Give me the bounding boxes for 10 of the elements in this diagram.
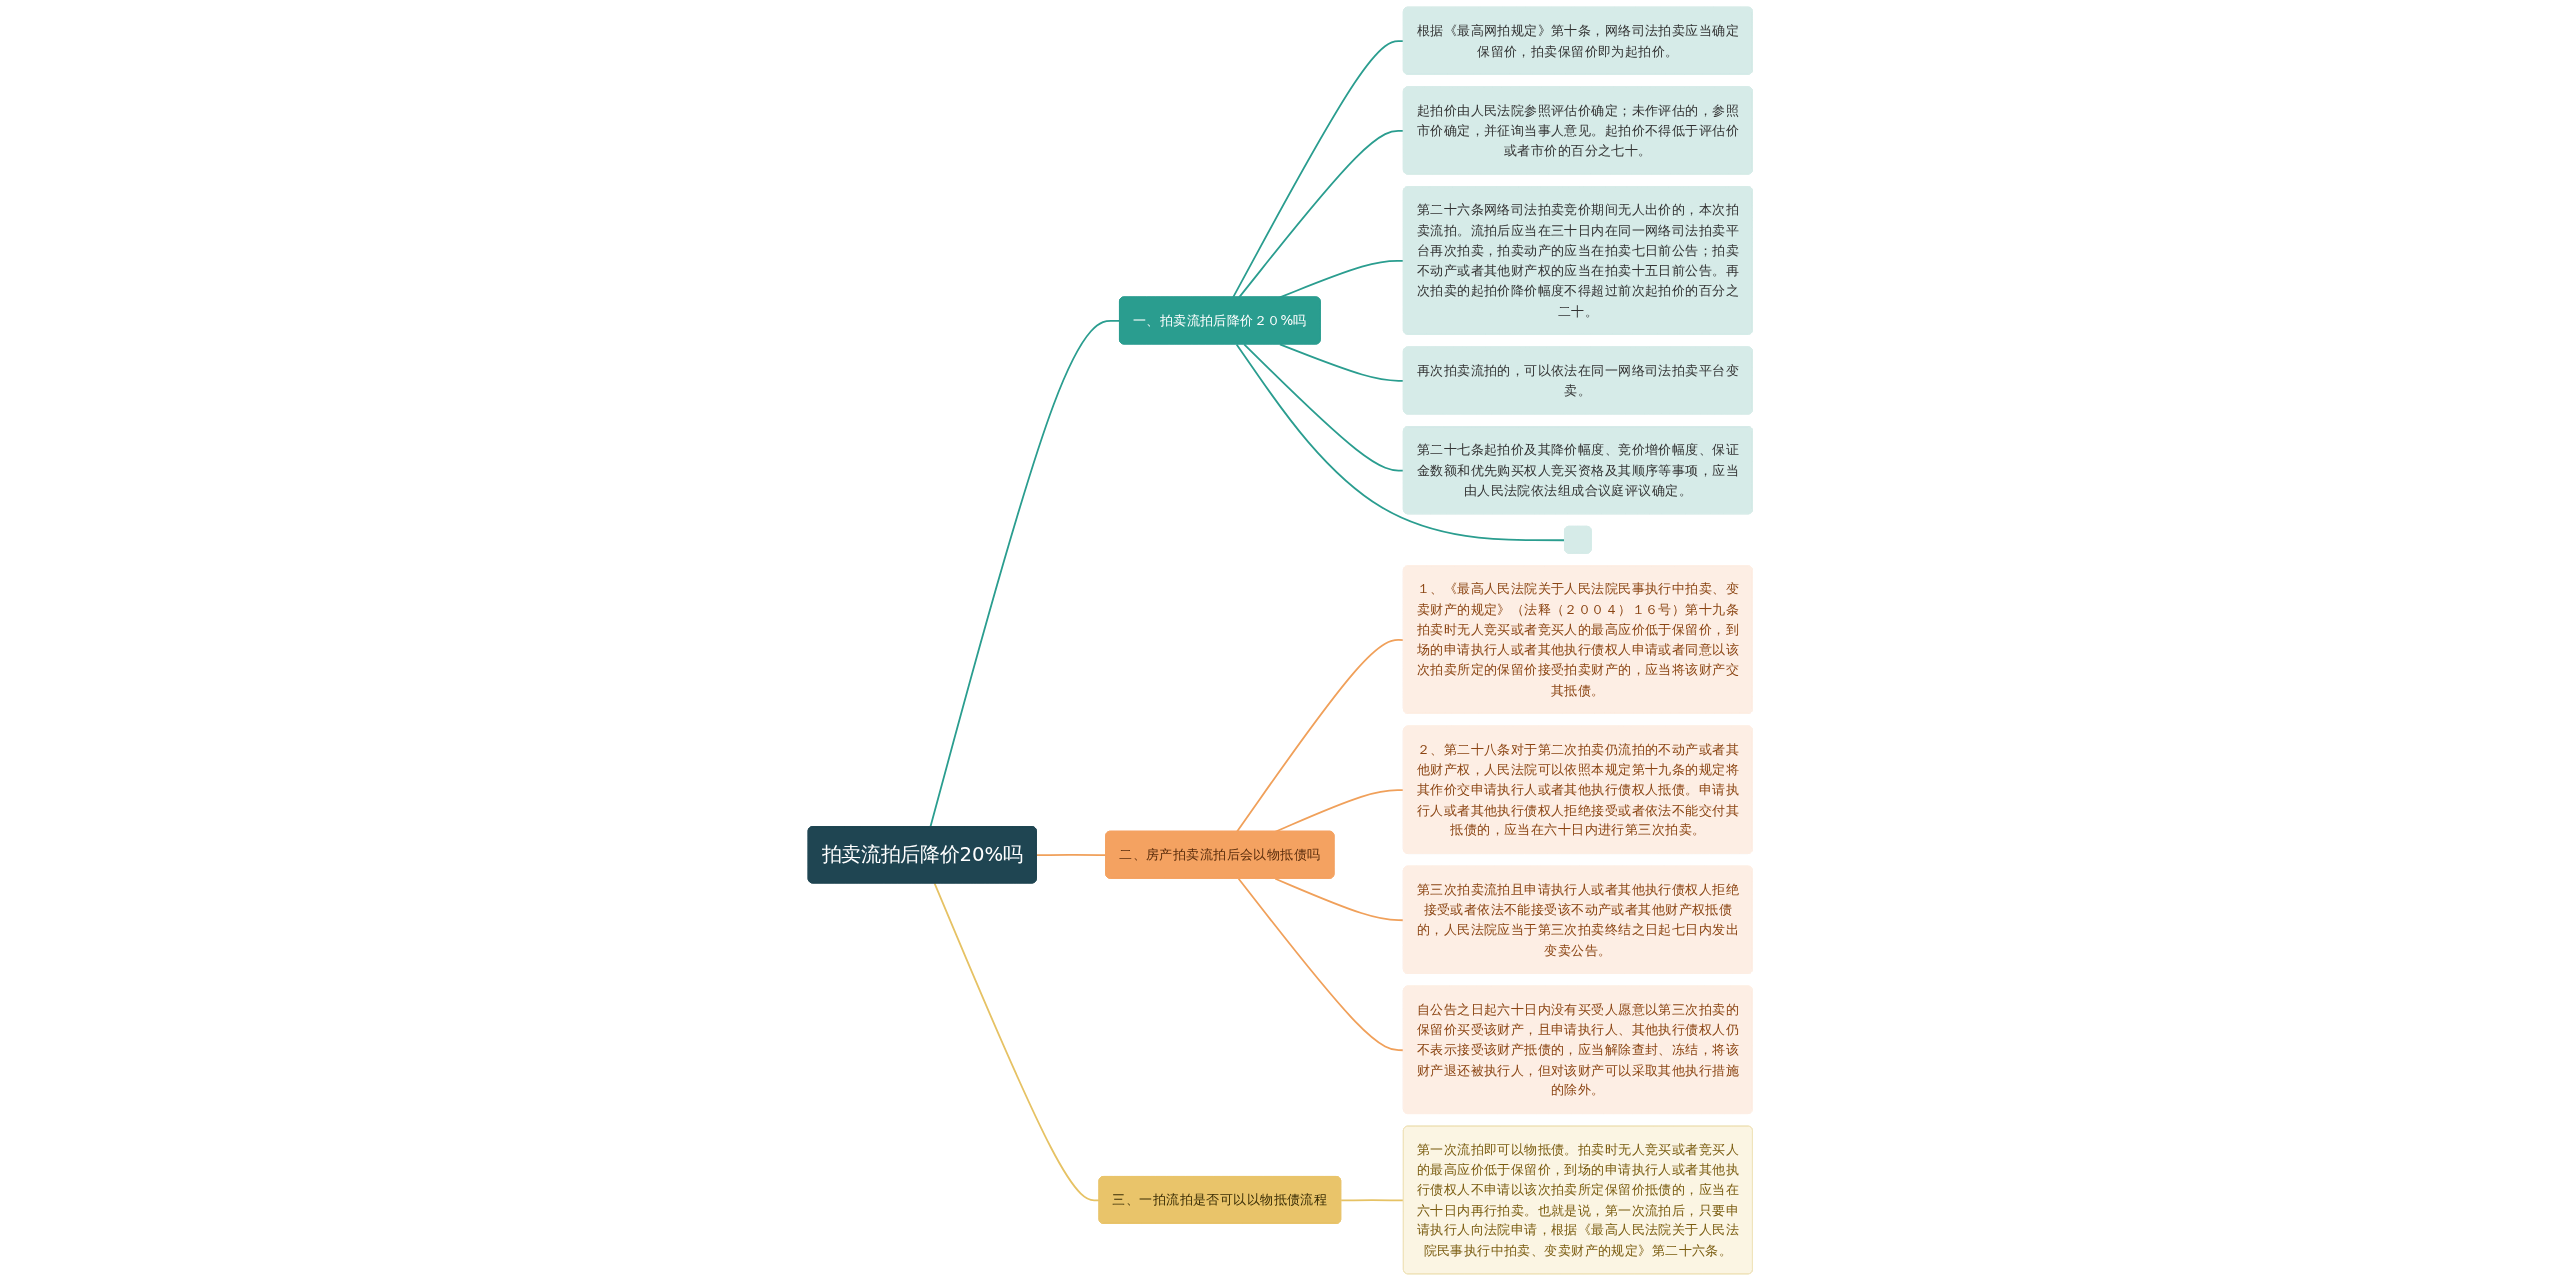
connector [1237,877,1405,1052]
connector [1278,343,1405,382]
connector [1035,854,1107,857]
connector [1339,1199,1405,1202]
connector [1235,343,1566,542]
connector [1242,343,1405,472]
connector [1274,789,1405,833]
connector [1274,877,1405,922]
connector [929,319,1121,828]
connector [1235,639,1405,833]
